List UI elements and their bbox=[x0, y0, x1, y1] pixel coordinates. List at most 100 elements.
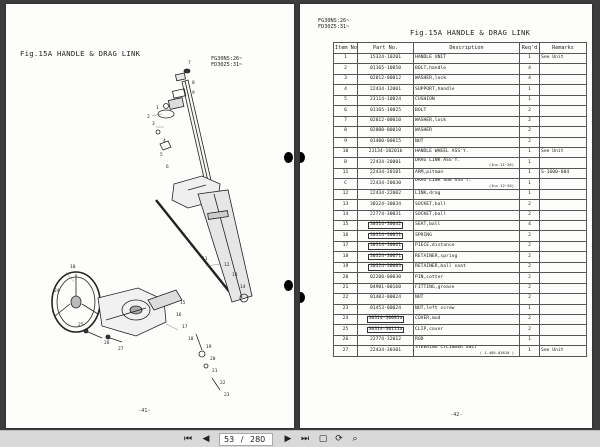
item-number: 8 bbox=[333, 126, 358, 138]
remarks: See Unit bbox=[539, 345, 587, 357]
item-number: 18 bbox=[333, 251, 358, 263]
item-number: 20 bbox=[333, 272, 358, 284]
left-page: Fig.15A HANDLE & DRAG LINK FG30NS:26~ FD… bbox=[6, 4, 294, 428]
callout-label: 12 bbox=[224, 262, 230, 268]
part-number: 30314-30081a bbox=[366, 316, 405, 323]
required-qty: 4 bbox=[519, 219, 540, 232]
part-number: 30324-30083 bbox=[367, 264, 404, 271]
search-icon[interactable]: ⌕ bbox=[352, 434, 358, 444]
description-cell: FITTING,grease bbox=[413, 282, 520, 295]
part-shape bbox=[174, 72, 186, 82]
item-number: C bbox=[333, 178, 358, 190]
column-header: Part No. bbox=[357, 42, 414, 54]
required-qty: 2 bbox=[519, 199, 540, 211]
required-qty: 2 bbox=[519, 105, 540, 117]
description-cell: LINK,drag bbox=[413, 188, 520, 201]
part-shape bbox=[239, 293, 249, 303]
model-code: FG30NS:26~ bbox=[211, 56, 243, 62]
item-number: 4 bbox=[333, 84, 358, 96]
column-header: Item No. bbox=[333, 42, 358, 54]
description: ROD bbox=[415, 337, 424, 343]
callout-label: 21 bbox=[212, 368, 218, 374]
description: PIECE,distance bbox=[415, 243, 455, 249]
column-header: Req'd bbox=[519, 42, 540, 54]
required-qty: 1 bbox=[519, 345, 540, 357]
description: HANDLE UNIT bbox=[415, 55, 447, 61]
required-qty: 2 bbox=[519, 126, 540, 138]
callout-label: 19 bbox=[206, 344, 212, 350]
page-separator: / bbox=[240, 435, 244, 444]
next-page-icon[interactable]: ▶ bbox=[284, 434, 292, 444]
remarks bbox=[539, 199, 587, 211]
total-pages: 280 bbox=[249, 435, 266, 444]
required-qty: 1 bbox=[519, 303, 540, 315]
last-page-icon[interactable]: ⏭ bbox=[300, 434, 310, 444]
remarks bbox=[539, 313, 587, 326]
remarks bbox=[539, 334, 587, 347]
required-qty: 1 bbox=[519, 178, 540, 190]
remarks bbox=[539, 240, 587, 253]
punch-hole bbox=[284, 152, 293, 163]
description: SOCKET,ball bbox=[415, 211, 447, 217]
remarks bbox=[539, 303, 587, 315]
left-page-number: -41- bbox=[138, 408, 151, 414]
description-cell: DRAG LINK ASS'Y.(Inc.11~26) bbox=[413, 157, 520, 169]
item-number: 2 bbox=[333, 63, 358, 75]
part-number-cell: 30314-30051 bbox=[357, 230, 414, 242]
callout-label: 25 bbox=[78, 322, 84, 328]
remarks bbox=[539, 63, 587, 75]
part-number: 22434-22002 bbox=[369, 191, 402, 197]
description-cell: ARM,pitman bbox=[413, 167, 520, 180]
remarks bbox=[539, 209, 587, 222]
page-number-field[interactable]: 53 / 280 bbox=[219, 433, 273, 446]
previous-page-icon[interactable]: ◀ bbox=[202, 434, 210, 444]
callout-label: 24 bbox=[54, 288, 60, 294]
remarks: See Unit bbox=[539, 146, 587, 159]
exploded-parts-drawing: 1 2 3 4 5 6 7 8 9 10 11 12 13 14 15 16 1… bbox=[51, 60, 253, 398]
remarks bbox=[539, 115, 587, 128]
remarks: See Unit bbox=[539, 52, 587, 65]
fit-page-icon[interactable]: ▢ bbox=[318, 434, 328, 444]
part-number-cell: 22774-32012 bbox=[357, 334, 414, 347]
item-number: 7 bbox=[333, 115, 358, 128]
item-number: 6 bbox=[333, 105, 358, 117]
item-number: 21 bbox=[333, 282, 358, 295]
part-number-cell: 30314-30111a bbox=[357, 324, 414, 336]
part-number: 22434-30301 bbox=[369, 347, 402, 353]
part-number-cell: 01403-00024 bbox=[357, 293, 414, 305]
description: SUPPORT,handle bbox=[415, 86, 455, 92]
callout-label: 18 bbox=[188, 336, 194, 342]
description: SPRING bbox=[415, 232, 432, 238]
description: STEERING CYLINDER UNIT bbox=[415, 345, 478, 351]
description: DRAG LINK ASS'Y. bbox=[415, 157, 461, 163]
part-number: 01165-10025 bbox=[369, 107, 402, 113]
required-qty: 2 bbox=[519, 240, 540, 253]
remarks bbox=[539, 136, 587, 148]
part-number: 04901-00160 bbox=[369, 285, 402, 291]
part-number: 22774-32012 bbox=[369, 337, 402, 343]
part-shape bbox=[163, 103, 169, 109]
first-page-icon[interactable]: ⏮ bbox=[183, 434, 193, 444]
description-cell: PIECE,distance bbox=[413, 240, 520, 253]
part-shape bbox=[157, 109, 175, 119]
description-cell: SPRING bbox=[413, 230, 520, 242]
required-qty: 2 bbox=[519, 115, 540, 128]
part-shape bbox=[183, 68, 191, 74]
part-number: 30314-30061 bbox=[367, 243, 404, 250]
model-code: FG30NS:26~ bbox=[318, 18, 350, 24]
punch-hole bbox=[284, 280, 293, 291]
part-number-cell: 22434-20001 bbox=[357, 157, 414, 169]
item-number: 1 bbox=[333, 52, 358, 65]
description-cell: HANDLE WHEEL ASS'Y. bbox=[413, 146, 520, 159]
required-qty: 2 bbox=[519, 324, 540, 336]
rotate-icon[interactable]: ⟳ bbox=[335, 434, 343, 444]
drag-link bbox=[155, 199, 237, 301]
remarks bbox=[539, 188, 587, 201]
column-header: Remarks bbox=[539, 42, 587, 54]
part-number-cell: 01165-10025 bbox=[357, 105, 414, 117]
